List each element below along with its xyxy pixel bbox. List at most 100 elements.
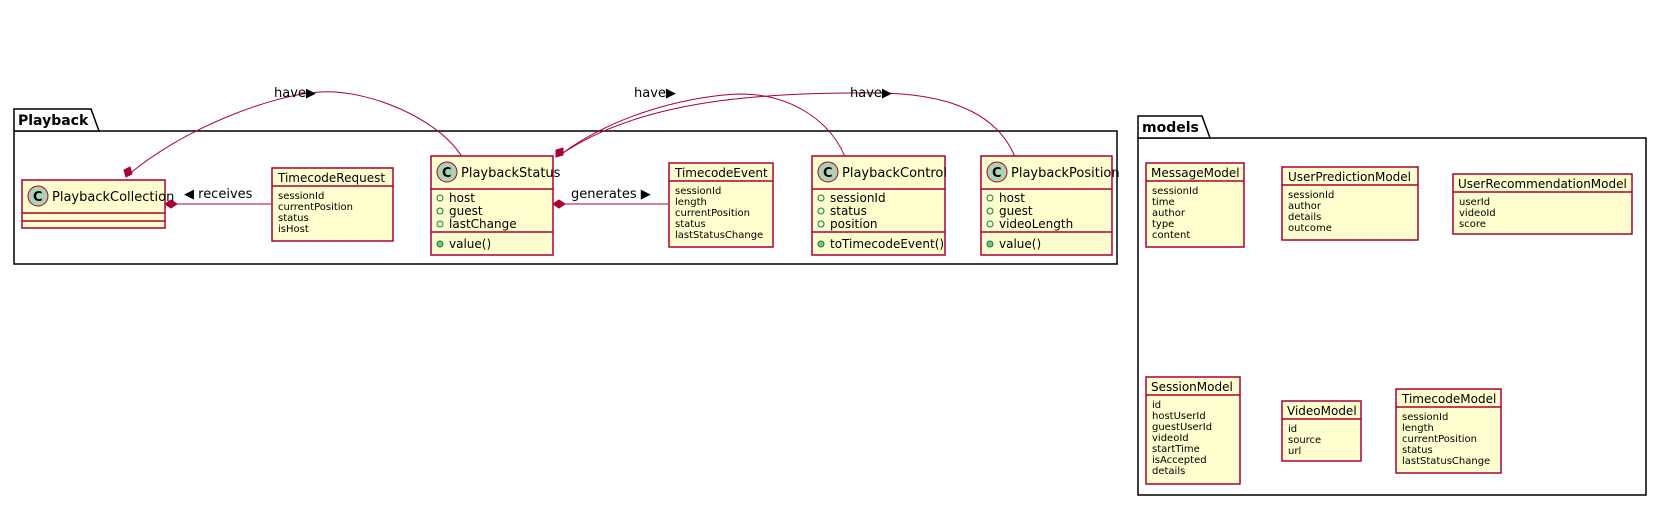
public-visibility-icon (436, 207, 444, 215)
class-name: PlaybackPosition (1011, 166, 1120, 181)
class-name: UserRecommendationModel (1458, 177, 1627, 191)
class-name: TimecodeEvent (674, 166, 768, 180)
field: currentPosition (675, 208, 750, 219)
field: hostUserId (1152, 411, 1206, 422)
composition-diamond (164, 199, 178, 209)
public-visibility-icon (436, 194, 444, 202)
method: value() (449, 237, 491, 251)
class-circle-letter: C (823, 166, 833, 181)
field: videoId (1152, 433, 1189, 444)
field: isHost (278, 224, 309, 235)
class-user-prediction-model: UserPredictionModel sessionId author det… (1281, 166, 1419, 241)
relation-have-label-1: have▶ (274, 86, 316, 101)
field: sessionId (1288, 190, 1334, 201)
class-name: PlaybackCollection (52, 190, 174, 205)
class-circle-icon (436, 161, 458, 183)
field: sessionId (675, 186, 721, 197)
relation-generates-label: generates ▶ (571, 187, 651, 202)
relation-have-label-3: have▶ (850, 86, 892, 101)
class-playback-position: C PlaybackPosition host guest videoLengt… (980, 155, 1120, 256)
class-circle-icon (27, 185, 49, 207)
public-visibility-icon (986, 207, 994, 215)
field: id (1152, 400, 1161, 411)
field: status (830, 204, 867, 218)
relation-have-status-control: have▶ (555, 86, 846, 158)
relation-generates: generates ▶ (552, 187, 668, 209)
class-circle-icon (817, 161, 839, 183)
field: status (1402, 445, 1433, 456)
class-timecode-event: TimecodeEvent sessionId length currentPo… (668, 162, 774, 248)
class-name: PlaybackStatus (461, 166, 561, 181)
field: currentPosition (278, 202, 353, 213)
field: guestUserId (1152, 422, 1212, 433)
class-name: MessageModel (1151, 166, 1240, 180)
field: lastChange (449, 217, 517, 231)
class-name: PlaybackControl (842, 166, 947, 181)
package-playback: Playback (13, 108, 1118, 265)
public-method-icon (986, 240, 994, 248)
class-circle-icon (986, 161, 1008, 183)
field: source (1288, 435, 1321, 446)
field: position (830, 217, 878, 231)
field: videoId (1459, 208, 1496, 219)
package-playback-title: Playback (18, 113, 89, 129)
field: details (1288, 212, 1321, 223)
public-visibility-icon (817, 220, 825, 228)
field: sessionId (1402, 412, 1448, 423)
method: value() (999, 237, 1041, 251)
field: guest (999, 204, 1033, 218)
field: content (1152, 230, 1190, 241)
class-playback-status: C PlaybackStatus host guest lastChange v… (430, 155, 561, 256)
public-method-icon (817, 240, 825, 248)
field: status (675, 219, 706, 230)
field: sessionId (1152, 186, 1198, 197)
class-circle-letter: C (33, 190, 43, 205)
field: host (999, 191, 1025, 205)
field: type (1152, 219, 1174, 230)
field: guest (449, 204, 483, 218)
class-user-recommendation-model: UserRecommendationModel userId videoId s… (1452, 173, 1633, 235)
public-visibility-icon (436, 220, 444, 228)
field: length (1402, 423, 1434, 434)
public-method-icon (436, 240, 444, 248)
relation-receives: ◀ receives (164, 187, 271, 209)
class-timecode-request: TimecodeRequest sessionId currentPositio… (271, 167, 394, 242)
class-name: TimecodeRequest (277, 171, 385, 185)
class-message-model: MessageModel sessionId time author type … (1145, 162, 1245, 248)
class-timecode-model: TimecodeModel sessionId length currentPo… (1395, 388, 1502, 474)
class-playback-collection: C PlaybackCollection (21, 179, 174, 229)
field: isAccepted (1152, 455, 1207, 466)
field: url (1288, 446, 1301, 457)
public-visibility-icon (986, 220, 994, 228)
class-session-model: SessionModel id hostUserId guestUserId v… (1145, 376, 1241, 485)
relation-have-status-position: have▶ (559, 86, 1016, 158)
relation-receives-label: ◀ receives (184, 187, 253, 202)
relation-have-label-2: have▶ (634, 86, 676, 101)
class-name: TimecodeModel (1401, 392, 1496, 406)
field: lastStatusChange (1402, 456, 1490, 467)
field: author (1152, 208, 1186, 219)
field: length (675, 197, 707, 208)
composition-diamond (552, 199, 566, 209)
class-name: VideoModel (1287, 404, 1357, 418)
field: id (1288, 424, 1297, 435)
field: author (1288, 201, 1322, 212)
composition-diamond (123, 166, 133, 178)
field: sessionId (830, 191, 886, 205)
relation-have-collection-status: have▶ (123, 86, 463, 178)
method: toTimecodeEvent() (830, 237, 944, 251)
public-visibility-icon (986, 194, 994, 202)
field: sessionId (278, 191, 324, 202)
field: currentPosition (1402, 434, 1477, 445)
field: outcome (1288, 223, 1332, 234)
field: videoLength (999, 217, 1073, 231)
package-models-title: models (1142, 120, 1199, 136)
class-video-model: VideoModel id source url (1281, 400, 1362, 462)
field: details (1152, 466, 1185, 477)
field: status (278, 213, 309, 224)
field: time (1152, 197, 1175, 208)
field: lastStatusChange (675, 230, 763, 241)
field: startTime (1152, 444, 1200, 455)
class-name: UserPredictionModel (1288, 170, 1411, 184)
